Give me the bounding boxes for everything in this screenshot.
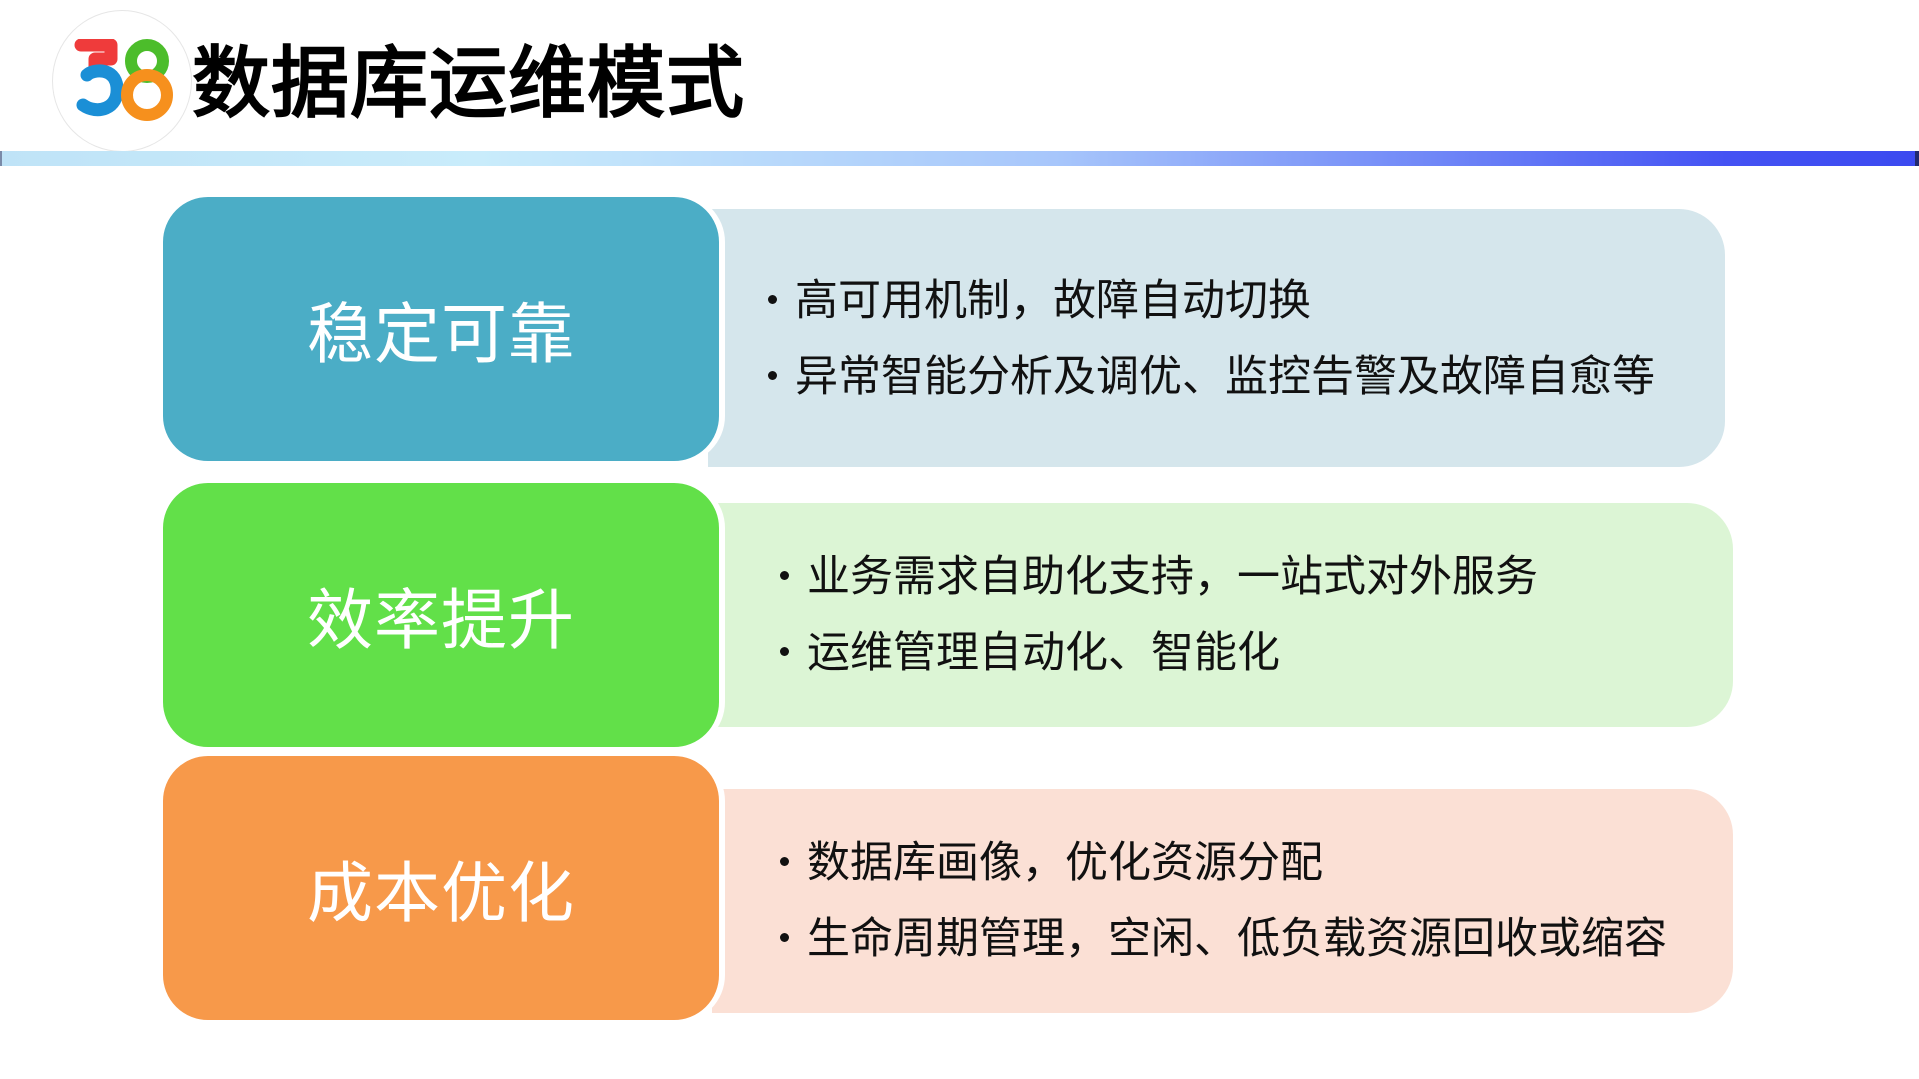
bullet-item: 业务需求自助化支持，一站式对外服务	[780, 539, 1538, 615]
page-title: 数据库运维模式	[192, 39, 746, 129]
row1-details-panel: 高可用机制，故障自动切换 异常智能分析及调优、监控告警及故障自愈等	[708, 209, 1725, 467]
header-divider-bar	[0, 151, 1919, 166]
bullet-item: 运维管理自动化、智能化	[780, 615, 1538, 691]
bullet-dot-icon	[780, 571, 789, 580]
category-label: 成本优化	[307, 855, 575, 932]
bullet-dot-icon	[780, 857, 789, 866]
bullet-item: 异常智能分析及调优、监控告警及故障自愈等	[768, 339, 1655, 415]
bullet-dot-icon	[780, 933, 789, 942]
category-label: 稳定可靠	[307, 296, 575, 373]
bullet-dot-icon	[780, 647, 789, 656]
row3-details-panel: 数据库画像，优化资源分配 生命周期管理，空闲、低负载资源回收或缩容	[712, 789, 1733, 1013]
bullet-item: 生命周期管理，空闲、低负载资源回收或缩容	[780, 901, 1667, 977]
category-label: 效率提升	[307, 582, 575, 659]
row3-category-block: 成本优化	[160, 753, 722, 1023]
bullet-item: 数据库画像，优化资源分配	[780, 825, 1667, 901]
bullet-dot-icon	[768, 295, 777, 304]
logo-58	[52, 10, 192, 152]
row2-details-panel: 业务需求自助化支持，一站式对外服务 运维管理自动化、智能化	[712, 503, 1733, 727]
row1-category-block: 稳定可靠	[160, 194, 722, 464]
row2-category-block: 效率提升	[160, 480, 722, 750]
bullet-item: 高可用机制，故障自动切换	[768, 263, 1655, 339]
bullet-dot-icon	[768, 371, 777, 380]
logo-58-icon	[74, 39, 173, 121]
